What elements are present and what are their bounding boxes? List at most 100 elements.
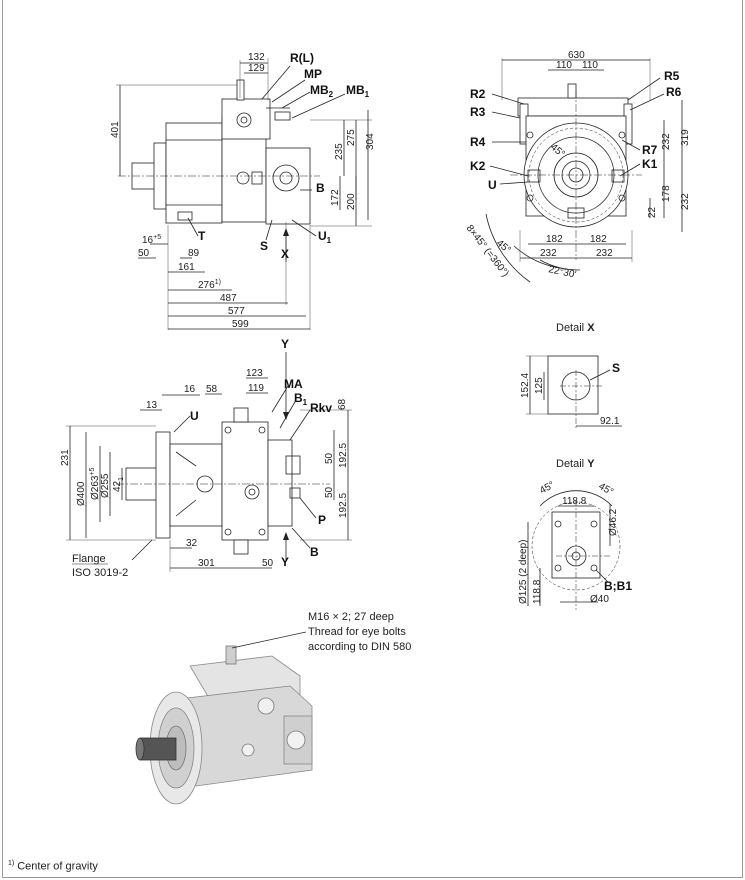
port-b: B (316, 181, 325, 195)
dim-50-bottom: 50 (262, 558, 274, 569)
dim-92-1: 92.1 (600, 416, 620, 427)
photo-note-line3: according to DIN 580 (308, 641, 411, 653)
port-t: T (198, 229, 206, 243)
port-u1: U1 (318, 229, 332, 245)
port-mp: MP (304, 67, 322, 81)
dim-d40: Ø40 (590, 594, 609, 605)
side-view-dims: 132 129 401 235 275 304 172 200 16+5 50 … (110, 52, 376, 330)
footnote-mark: 1) (8, 860, 15, 867)
dim-42: 421 (112, 477, 125, 492)
dim-d400: Ø400 (76, 481, 87, 506)
dim-276: 2761) (198, 279, 221, 291)
dim-319: 319 (680, 129, 691, 146)
photo-note: M16 × 2; 27 deep Thread for eye bolts ac… (308, 611, 411, 653)
dim-16-top: 16 (184, 384, 196, 395)
dim-235: 235 (334, 143, 345, 160)
end-cover (265, 147, 311, 225)
dim-577: 577 (228, 306, 245, 317)
port-b-top: B (310, 545, 319, 559)
dim-119: 119 (248, 383, 264, 394)
dim-50-lower: 50 (324, 486, 335, 498)
top-view-labels: Y MA B1 Rkv U P B Y Flange ISO 3019-2 (72, 337, 332, 579)
port-u-front: U (488, 178, 497, 192)
port-r2: R2 (470, 87, 486, 101)
dim-d255: Ø255 (100, 473, 111, 498)
dim-123: 123 (246, 368, 263, 379)
dim-d46-2: Ø46.2 (608, 508, 619, 536)
dim-630: 630 (568, 50, 585, 61)
port-u-top: U (190, 409, 199, 423)
detail-y-title: Detail Y (556, 458, 595, 470)
dim-d263: Ø263+5 (89, 467, 101, 500)
flange-note-line1: Flange (72, 553, 106, 565)
dim-129: 129 (248, 63, 265, 74)
dim-172: 172 (330, 189, 341, 206)
dim-16: 16+5 (142, 234, 161, 246)
dim-200: 200 (346, 193, 357, 210)
dim-232-lower: 232 (680, 193, 691, 210)
port-r7: R7 (642, 143, 658, 157)
port-ma: MA (284, 377, 303, 391)
dim-68: 68 (337, 398, 348, 410)
dim-487: 487 (220, 293, 237, 304)
port-r5: R5 (664, 69, 680, 83)
dim-45-left-y: 45° (538, 480, 557, 497)
footnote: 1)Center of gravity (8, 860, 98, 873)
eye-bolt-thread (225, 645, 237, 665)
dim-22-right: 22 (647, 206, 658, 218)
dim-178: 178 (661, 185, 672, 202)
dim-125-x: 125 (534, 377, 545, 394)
dim-50: 50 (138, 248, 150, 259)
top-view-dims: 123 119 58 16 13 68 50 192.5 50 192.5 23… (60, 368, 349, 569)
port-mb1: MB1 (346, 83, 370, 99)
dim-232-right: 232 (596, 248, 613, 259)
port-k1: K1 (642, 157, 658, 171)
port-mb2: MB2 (310, 83, 334, 99)
dim-110-left: 110 (556, 60, 572, 71)
dim-232-upper: 232 (661, 133, 672, 150)
flange-note-line2: ISO 3019-2 (72, 567, 128, 579)
dim-401: 401 (110, 121, 121, 138)
dim-22-30: 22°30' (547, 264, 577, 281)
dim-110-right: 110 (582, 60, 598, 71)
port-r-l: R(L) (290, 51, 314, 65)
dim-118-8-side: 118.8 (532, 579, 543, 604)
port-s-detail: S (612, 361, 620, 375)
port-b1: B1 (294, 391, 308, 407)
dim-192-5-lower: 192.5 (338, 493, 349, 518)
detail-x-text: Detail X 152.4 125 92.1 S (520, 322, 620, 427)
dim-161: 161 (178, 262, 195, 273)
control-block (221, 98, 271, 140)
top-flange (155, 431, 171, 539)
housing (165, 122, 223, 224)
dim-301: 301 (198, 558, 215, 569)
port-k2: K2 (470, 159, 486, 173)
dim-304: 304 (365, 133, 376, 150)
view-y-marker-bottom: Y (281, 555, 289, 569)
top-view (66, 352, 352, 572)
dim-232-left: 232 (540, 248, 557, 259)
dim-58: 58 (206, 384, 218, 395)
port-b-b1: B;B1 (604, 579, 632, 593)
dim-192-5-upper: 192.5 (338, 443, 349, 468)
top-control-block (221, 421, 269, 541)
dim-45-right-y: 45° (597, 481, 616, 498)
photo-note-line1: M16 × 2; 27 deep (308, 611, 394, 623)
dim-50-upper: 50 (324, 452, 335, 464)
port-r4: R4 (470, 135, 486, 149)
view-y-marker-top: Y (281, 337, 289, 351)
port-s: S (260, 239, 268, 253)
dim-132: 132 (248, 52, 265, 63)
detail-x-title: Detail X (556, 322, 595, 334)
dim-118-8-top: 118.8 (562, 496, 587, 507)
front-view-labels: R2 R3 R4 K2 U R5 R6 R7 K1 (470, 69, 682, 192)
dim-d125-2deep: Ø125 (2 deep) (518, 540, 529, 605)
pump-shaft-render (139, 737, 177, 761)
dim-599: 599 (232, 319, 249, 330)
front-view (485, 58, 683, 283)
dim-182-right: 182 (590, 234, 607, 245)
dim-89: 89 (188, 248, 200, 259)
side-view (116, 58, 372, 330)
dim-231: 231 (60, 449, 71, 466)
